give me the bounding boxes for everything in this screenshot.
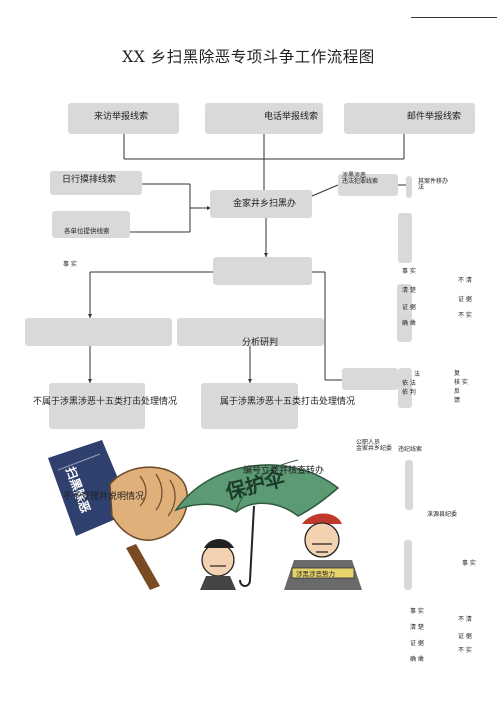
right-col-box-3 xyxy=(397,284,412,342)
township-office-box xyxy=(210,190,312,218)
daily-survey-box xyxy=(50,171,142,195)
visit-report-label: 来访举报线索 xyxy=(94,112,149,122)
by-law-text: 依 法 xyxy=(402,380,416,387)
not-belong-label: 不属于涉黑涉恶十五类打击处理情况 xyxy=(33,397,178,407)
township-office-label: 金家井乡扫黑办 xyxy=(233,199,297,209)
not-belong-box xyxy=(49,383,145,429)
left-blank-box xyxy=(25,318,172,346)
mail-report-box xyxy=(344,103,475,134)
clear-3: 清 楚 xyxy=(410,624,424,631)
right-col-box-6 xyxy=(404,540,412,590)
notclear-1: 不 清 xyxy=(458,277,472,284)
notreal-1: 不 实 xyxy=(458,312,472,319)
clear-1: 清 楚 xyxy=(402,287,416,294)
discipline-note: 公职人员 金家井乡纪委 xyxy=(356,439,393,452)
umbrella-canopy xyxy=(173,464,340,517)
notreal-3: 不 实 xyxy=(458,647,472,654)
exact-3: 确 凿 xyxy=(410,656,424,663)
thug-cap xyxy=(302,513,342,524)
review-box xyxy=(213,257,312,285)
exact-1: 确 凿 xyxy=(402,320,416,327)
right-col-box-5 xyxy=(405,460,413,510)
anti-umbrella-illustration: 保护伞 涉黑涉恶势力 扫黑除恶 xyxy=(48,440,362,590)
page-title: XX 乡扫黑除恶专项斗争工作流程图 xyxy=(122,48,375,66)
analyze-label: 分析研判 xyxy=(242,338,279,348)
recheck-2: 核 实 xyxy=(454,379,468,386)
unit-clues-label: 各单位提供线索 xyxy=(64,227,110,235)
baton-shape xyxy=(126,544,160,590)
transfer-note: 其案件移办 法 xyxy=(418,178,449,191)
explain-label: 不予受理并说明情况 xyxy=(63,492,145,502)
belong-label: 属于涉黑涉恶十五类打击处理情况 xyxy=(220,397,356,407)
evidence-3b: 证 据 xyxy=(458,633,472,640)
analyze-box xyxy=(177,318,324,346)
right-clue-label: 涉黑涉恶 违法犯罪线索 xyxy=(342,172,379,185)
fact-2: 事 实 xyxy=(462,560,476,567)
daily-survey-label: 日行摸排线索 xyxy=(62,175,117,185)
by-law2-text: 依 判 xyxy=(402,389,416,396)
badge-text: 涉黑涉恶势力 xyxy=(296,569,335,578)
clue-transfer-note: 违纪线索 xyxy=(398,446,423,453)
phone-report-box xyxy=(205,103,323,134)
fact-3: 事 实 xyxy=(410,608,424,615)
evidence-3: 证 据 xyxy=(410,640,424,647)
right-col-box-1 xyxy=(406,176,412,198)
notclear-3: 不 清 xyxy=(458,616,472,623)
badge-band xyxy=(291,567,355,579)
right-col-box-2 xyxy=(398,213,412,263)
unit-clues-box xyxy=(52,211,130,238)
right-col-box-4 xyxy=(398,368,412,408)
recheck-4: 馈 xyxy=(454,397,461,404)
recheck-1: 复 xyxy=(454,370,461,377)
thug-head-1 xyxy=(201,543,235,577)
right-action-box xyxy=(342,368,398,390)
header-rule xyxy=(411,17,497,18)
fist-shape xyxy=(109,466,189,541)
file-verify-label: 编号立卷并核查转办 xyxy=(243,466,325,476)
recheck-3: 反 xyxy=(454,388,461,395)
thug-head-2 xyxy=(304,522,340,558)
belong-box xyxy=(201,383,298,429)
right-clue-box xyxy=(338,174,398,196)
mail-report-label: 邮件举报线索 xyxy=(407,112,462,122)
evidence-1b: 证 据 xyxy=(458,296,472,303)
phone-report-label: 电话举报线索 xyxy=(264,112,319,122)
fact-note-left: 事 实 xyxy=(63,261,77,268)
county-committee: 涞源县纪委 xyxy=(427,511,458,518)
law-text: 法 xyxy=(414,371,421,378)
evidence-1: 证 据 xyxy=(402,304,416,311)
fact-1: 事 实 xyxy=(402,268,416,275)
visit-report-box xyxy=(68,103,179,134)
umbrella-handle xyxy=(239,505,255,587)
